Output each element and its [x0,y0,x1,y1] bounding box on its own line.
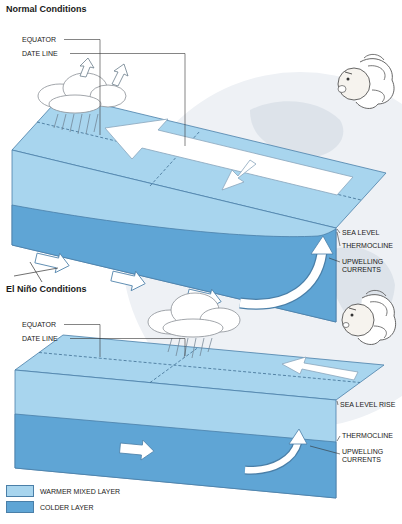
leader-line [329,258,340,262]
wind-arrow [105,119,353,195]
callout-label: DATE LINE [22,335,58,343]
cold-layer [15,414,336,498]
legend-row: COLDER LAYER [6,501,120,513]
legend-swatch [6,501,34,513]
panel-heading: Normal Conditions [6,4,87,15]
ocean-block-el-nino [15,290,396,498]
storm-cloud [38,73,126,113]
legend-row: WARMER MIXED LAYER [6,485,120,497]
leader-line [64,40,100,136]
upwelling-arrow [245,442,298,470]
leader-line [337,232,340,246]
callout-label: EQUATOR [22,36,56,44]
panel-heading: El Niño Conditions [6,284,87,295]
legend: WARMER MIXED LAYER COLDER LAYER [6,485,120,513]
wind-arrow [222,160,256,190]
date-line [150,348,198,383]
leader-line [64,325,100,358]
upwelling-arrow-head [289,429,307,444]
leader-lines [64,325,340,455]
legend-text: WARMER MIXED LAYER [40,488,120,495]
callout-label: THERMOCLINE [342,432,393,440]
warm-layer [15,370,336,498]
rain-lines [54,114,98,134]
callout-label: EQUATOR [22,321,56,329]
callout-label: SEA LEVEL [342,229,379,237]
callout-label: UPWELLING CURRENTS [342,448,398,465]
compass [14,262,58,282]
callout-label: THERMOCLINE [342,242,393,250]
leader-line [337,229,340,233]
rain-lines [168,338,212,358]
upwelling-arrow [240,252,322,304]
storm-cloud [148,293,240,337]
rising-air-arrows [80,58,128,86]
equator-line [39,353,360,383]
upwelling-arrow-head [311,236,333,254]
leader-line [310,446,340,454]
current-arrow [119,438,155,461]
leader-line [337,401,338,405]
wind-face [342,290,396,344]
leader-line [337,436,340,441]
upwelling-arrow [245,442,298,470]
weak-wind-arrow [282,357,358,380]
leader-lines [64,40,340,263]
callout-label: DATE LINE [22,50,58,58]
legend-text: COLDER LAYER [40,504,94,511]
callout-label: SEA LEVEL RISE [340,401,395,409]
leader-line [70,339,185,357]
upwelling-arrow [240,252,322,304]
legend-swatch [6,485,34,497]
leader-line [70,54,185,147]
current-arrow [110,266,148,293]
wind-face [338,54,394,108]
callout-label: UPWELLING CURRENTS [342,258,398,275]
ocean-block-normal [12,40,394,323]
